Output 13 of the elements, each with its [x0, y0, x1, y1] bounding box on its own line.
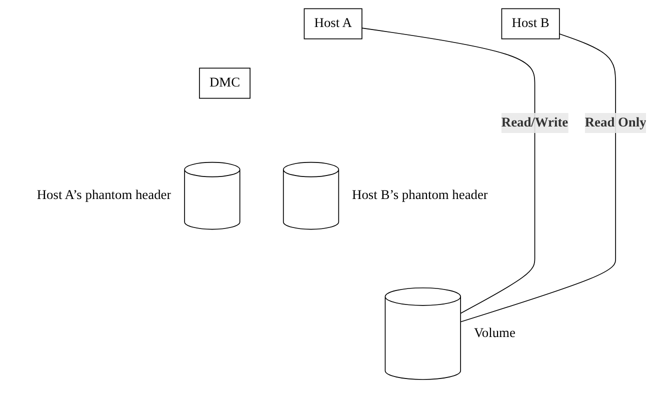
node-label: Host A’s phantom header [36, 188, 172, 202]
edge-label: Read/Write [501, 115, 568, 130]
connector [460, 33, 616, 322]
node-cylinder [384, 287, 461, 380]
node-label: Host B’s phantom header [352, 188, 488, 202]
node-box: Host B [501, 8, 560, 39]
node-box: DMC [199, 67, 250, 98]
node-label: Volume [474, 326, 516, 340]
connector [362, 27, 536, 314]
edge-label: Read Only [584, 115, 646, 130]
node-box: Host A [304, 8, 362, 39]
node-cylinder [184, 162, 240, 230]
node-cylinder [282, 162, 340, 230]
